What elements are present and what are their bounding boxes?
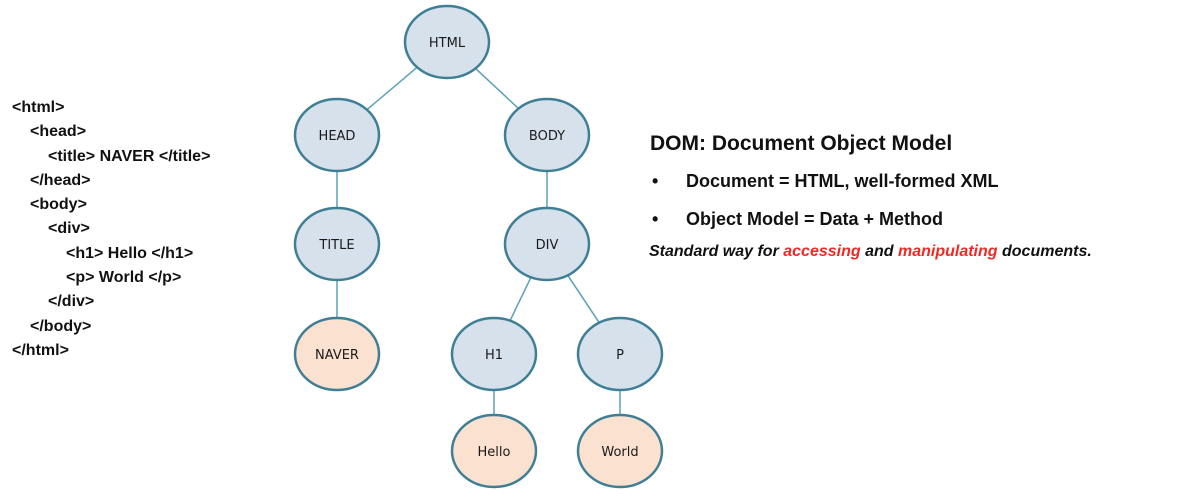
node-label: BODY — [529, 129, 565, 144]
node-div: DIV — [503, 206, 591, 282]
node-p: P — [576, 316, 664, 392]
code-line: <title> NAVER </title> — [48, 147, 211, 165]
html-source-code: <html> <head> <title> NAVER </title> </head… — [12, 96, 210, 363]
node-world: World — [576, 413, 664, 489]
node-naver: NAVER — [293, 316, 381, 392]
node-label: NAVER — [315, 348, 359, 363]
node-label: HTML — [429, 36, 466, 51]
bullet-text: Object Model = Data + Method — [686, 209, 944, 229]
node-ellipse — [450, 316, 538, 392]
node-h1: H1 — [450, 316, 538, 392]
statement-text: documents. — [997, 243, 1092, 260]
bullet-text: Document = HTML, well-formed XML — [686, 171, 999, 191]
code-line: <html> — [12, 99, 65, 116]
node-ellipse — [503, 97, 591, 173]
code-line: </html> — [12, 341, 69, 359]
highlight-accessing: accessing — [783, 243, 861, 260]
node-label: HEAD — [319, 129, 356, 144]
edge-html-head — [366, 66, 418, 111]
node-ellipse — [576, 413, 664, 489]
edge-html-body — [474, 67, 520, 110]
highlight-manipulating: manipulating — [897, 243, 998, 260]
node-label: World — [601, 445, 638, 460]
node-html: HTML — [403, 4, 491, 80]
tree-edges — [336, 66, 621, 415]
bullet-icon: • — [652, 209, 659, 229]
code-line: </body> — [30, 317, 92, 335]
dom-info-panel: DOM: Document Object Model • Document = … — [649, 126, 1092, 266]
code-line: <head> — [30, 123, 87, 141]
code-line: </head> — [30, 171, 91, 189]
code-line: <h1> Hello </h1> — [66, 244, 194, 262]
node-label: TITLE — [318, 238, 354, 253]
edge-div-h1 — [509, 276, 532, 322]
statement-text: and — [860, 243, 898, 260]
node-label: P — [616, 348, 624, 363]
node-ellipse — [450, 413, 538, 489]
node-head: HEAD — [293, 97, 381, 173]
tree-nodes: HTML HEAD BODY TITLE DIV NAVER H1 P Hello World — [293, 4, 664, 489]
node-hello: Hello — [450, 413, 538, 489]
node-body: BODY — [503, 97, 591, 173]
definition-statement: Standard way for accessing and manipulat… — [649, 238, 1092, 266]
node-ellipse — [576, 316, 664, 392]
code-line: </div> — [48, 293, 95, 311]
code-line: <div> — [48, 220, 90, 238]
code-line: <p> World </p> — [66, 269, 182, 287]
code-line: <body> — [30, 196, 87, 214]
node-ellipse — [503, 206, 591, 282]
node-label: Hello — [478, 445, 511, 460]
node-ellipse — [293, 316, 381, 392]
bullet-item: • Document = HTML, well-formed XML — [650, 162, 1092, 200]
node-label: H1 — [485, 348, 503, 363]
node-ellipse — [403, 4, 491, 80]
info-title: DOM: Document Object Model — [650, 132, 953, 155]
node-ellipse — [293, 97, 381, 173]
edge-div-p — [567, 274, 600, 324]
node-ellipse — [293, 206, 381, 282]
statement-text: Standard way for — [649, 243, 784, 260]
node-title: TITLE — [293, 206, 381, 282]
node-label: DIV — [536, 238, 559, 253]
bullet-icon: • — [652, 171, 659, 191]
bullet-item: • Object Model = Data + Method — [650, 200, 1092, 238]
